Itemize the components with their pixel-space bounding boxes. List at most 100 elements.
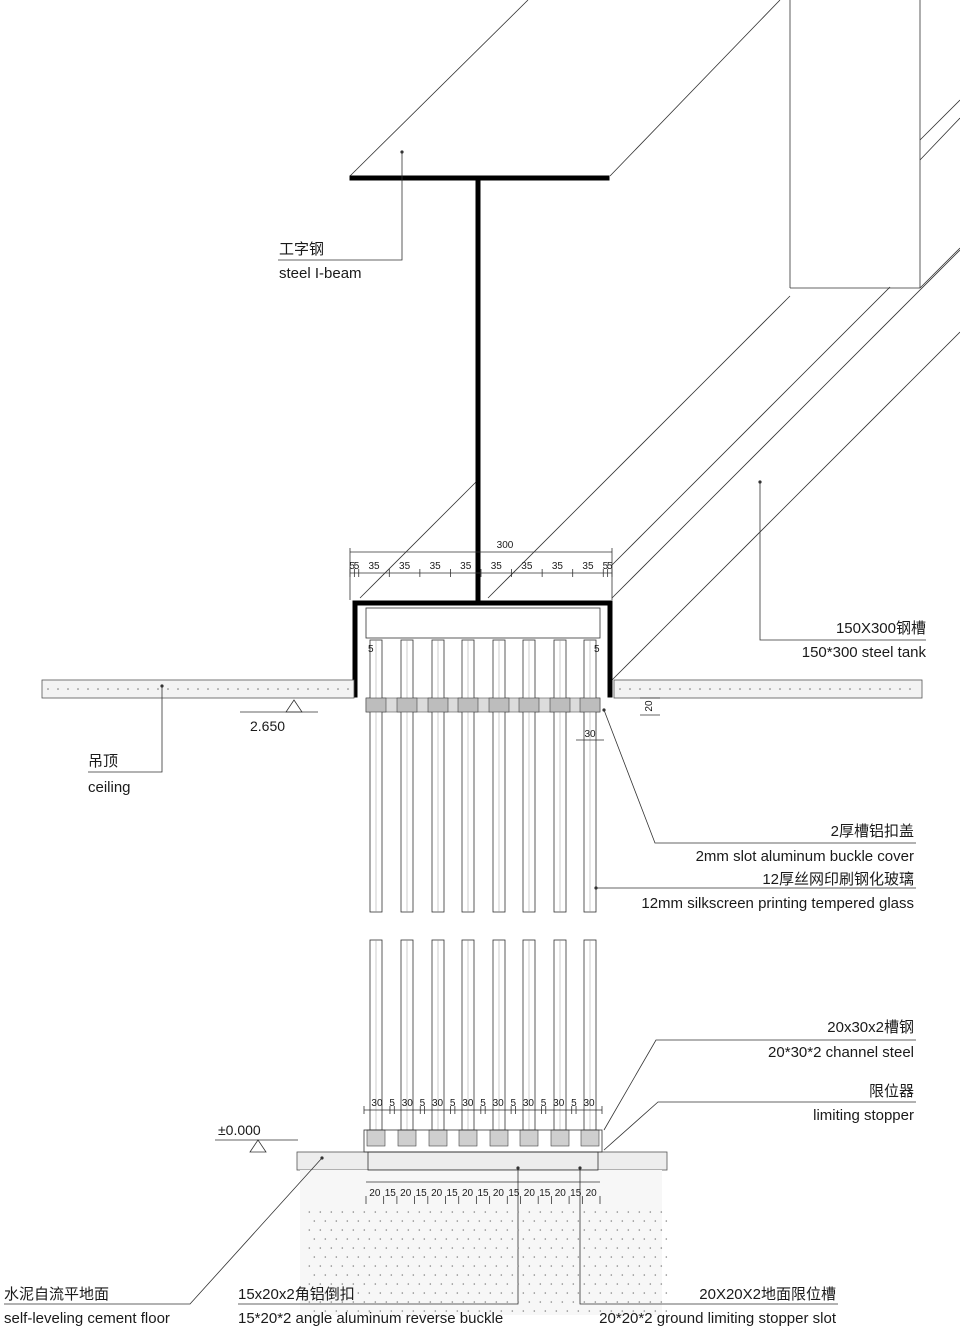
dim-channel-segment-label: 30 [583,1098,595,1109]
dim-tank-segment-label: 35 [399,561,411,572]
label-glass-en: 12mm silkscreen printing tempered glass [641,895,914,912]
dim-floor-segment-label: 15 [508,1188,520,1199]
dim-glass-gap: 30 [584,729,596,740]
dim-floor-segment-label: 20 [462,1188,474,1199]
tempered-glass-panels [365,639,601,1147]
label-cover-cn: 2厚槽铝扣盖 [831,823,914,840]
ceiling-layer [41,679,923,713]
label-buckle-en: 15*20*2 angle aluminum reverse buckle [238,1310,503,1327]
elevation-mark-ceiling [240,699,318,713]
dim-floor-segment-label: 15 [539,1188,551,1199]
ceiling-elevation: 2.650 [250,718,285,734]
label-slot-en: 20*20*2 ground limiting stopper slot [599,1310,837,1327]
dim-channel-segment-label: 5 [511,1098,517,1109]
aluminum-cover-4 [457,697,479,713]
aluminum-cover-8 [579,697,601,713]
label-ibeam-en: steel I-beam [279,265,362,282]
channel-steel-8 [580,1129,600,1147]
dim-floor-segment-label: 20 [586,1188,598,1199]
dim-ceiling-thickness: 20 [644,700,655,712]
channel-steel-3 [428,1129,448,1147]
dim-tank-segment-label: 35 [582,561,594,572]
steel-tank [352,600,613,698]
dim-tank-segment-label: 35 [430,561,442,572]
label-ceiling-en: ceiling [88,779,131,796]
channel-steel-1 [366,1129,386,1147]
dim-floor-segment-label: 15 [570,1188,582,1199]
dim-floor-segment-label: 15 [416,1188,428,1199]
dim-floor-segment-label: 20 [400,1188,412,1199]
label-stopper-en: limiting stopper [813,1107,914,1124]
dim-channel-segment-label: 5 [480,1098,486,1109]
dim-channel-segment-label: 5 [541,1098,547,1109]
label-buckle-cn: 15x20x2角铝倒扣 [238,1286,355,1303]
dim-channel-segment-label: 30 [432,1098,444,1109]
channel-steel-5 [489,1129,509,1147]
label-ceiling-cn: 吊顶 [88,753,118,770]
aluminum-cover-2 [396,697,418,713]
dim-floor-segment-label: 20 [555,1188,567,1199]
dim-tank-segment-label: 35 [552,561,564,572]
dim-channel-segment-label: 30 [493,1098,505,1109]
dim-tank-segment-label: 35 [368,561,380,572]
dim-tank-segment-label: 35 [521,561,533,572]
dim-floor-segment-label: 15 [447,1188,459,1199]
label-stopper-cn: 限位器 [869,1083,914,1100]
dim-channel-segment-label: 5 [420,1098,426,1109]
dim-tank-segment-label: 35 [491,561,503,572]
label-slot-cn: 20X20X2地面限位槽 [699,1286,836,1303]
dimension-channel-segments: 30 5 30 5 30 5 30 5 30 5 30 5 30 5 30 [363,1098,603,1114]
dim-channel-segment-label: 5 [571,1098,577,1109]
elevation-mark-floor [215,1139,298,1153]
dim-channel-segment-label: 5 [450,1098,456,1109]
aluminum-cover-6 [518,697,540,713]
label-floor-cn: 水泥自流平地面 [4,1286,109,1303]
dim-floor-segment-label: 15 [477,1188,489,1199]
label-channel-cn: 20x30x2槽钢 [827,1019,914,1036]
dim-tank-segment-label: 5 [349,561,355,572]
aluminum-cover-5 [488,697,510,713]
label-ibeam-cn: 工字钢 [279,241,324,258]
channel-steel-4 [458,1129,478,1147]
ceiling-hatch [47,688,911,690]
dim-channel-segment-label: 30 [523,1098,535,1109]
dimension-ceiling: 20 [640,697,660,716]
dim-floor-segment-label: 20 [431,1188,443,1199]
aluminum-cover-7 [549,697,571,713]
dim-tank-segment-label: 5 [603,561,609,572]
steel-i-beam [349,175,610,606]
dim-channel-segment-label: 30 [371,1098,383,1109]
channel-steel-2 [397,1129,417,1147]
floor-hatch [308,1211,668,1312]
dim-tank-total: 300 [497,540,514,551]
channel-steel-7 [550,1129,570,1147]
dimension-tank-sides: 5 5 [368,644,600,655]
dim-floor-segment-label: 20 [369,1188,381,1199]
aluminum-cover-3 [427,697,449,713]
dim-tank-segment-label: 5 [607,561,613,572]
leader-lines [4,150,926,1305]
label-channel-en: 20*30*2 channel steel [768,1044,914,1061]
dimension-glass-gap: 30 [576,729,604,741]
perspective-beam-outline [349,0,960,681]
aluminum-cover-1 [365,697,387,713]
label-tank-cn: 150X300钢槽 [836,620,926,637]
dim-channel-segment-label: 5 [389,1098,395,1109]
dim-floor-segment-label: 15 [385,1188,397,1199]
floor-layer [296,1129,668,1315]
channel-steel-6 [519,1129,539,1147]
label-tank-en: 150*300 steel tank [802,644,927,661]
dim-floor-segment-label: 20 [493,1188,505,1199]
dim-channel-segment-label: 30 [402,1098,414,1109]
dim-channel-segment-label: 30 [462,1098,474,1109]
label-cover-en: 2mm slot aluminum buckle cover [696,848,914,865]
label-floor-en: self-leveling cement floor [4,1310,170,1327]
dim-tank-side-right: 5 [594,644,600,655]
dim-tank-segment-label: 5 [354,561,360,572]
label-glass-cn: 12厚丝网印刷钢化玻璃 [762,871,914,888]
dim-channel-segment-label: 30 [553,1098,565,1109]
dim-tank-segment-label: 35 [460,561,472,572]
